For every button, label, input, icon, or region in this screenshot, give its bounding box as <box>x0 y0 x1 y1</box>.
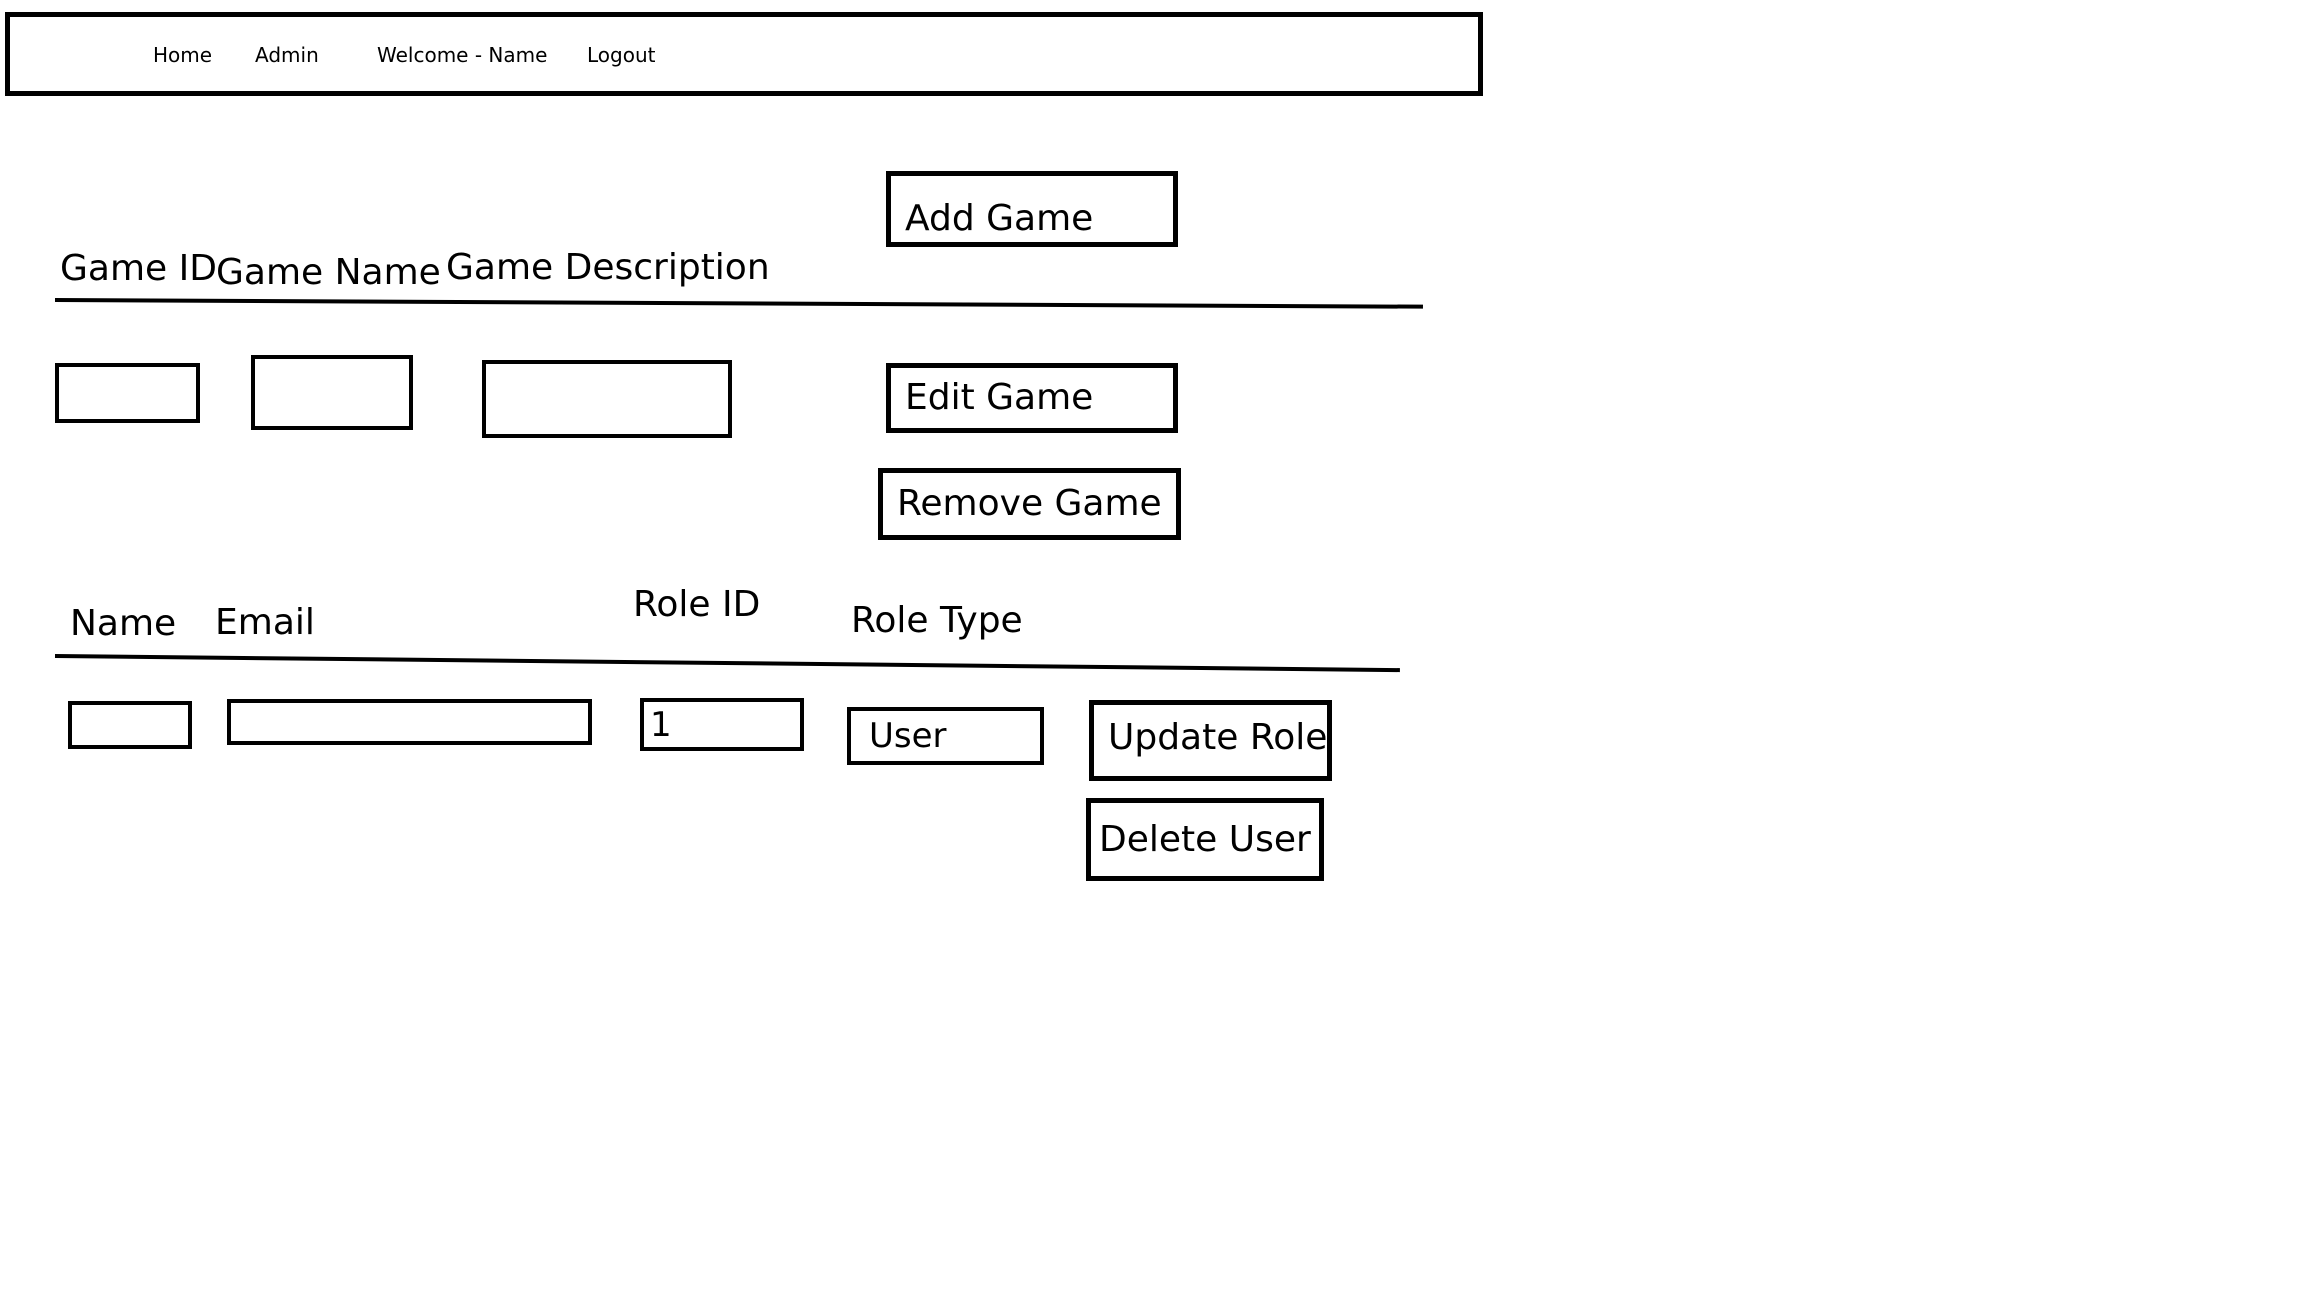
column-header-game-id: Game ID <box>60 248 217 289</box>
nav-home-link[interactable]: Home <box>153 43 213 67</box>
column-header-name: Name <box>70 603 177 644</box>
remove-game-button[interactable]: Remove Game <box>878 468 1181 540</box>
update-role-button[interactable]: Update Role <box>1089 700 1332 781</box>
game-id-field[interactable] <box>55 363 200 423</box>
role-type-field[interactable] <box>847 707 1044 765</box>
nav-bar <box>5 12 1483 96</box>
role-id-field[interactable] <box>640 698 804 751</box>
add-game-button[interactable]: Add Game <box>886 171 1178 247</box>
users-header-divider <box>54 654 1400 673</box>
game-name-field[interactable] <box>251 355 413 430</box>
delete-user-button[interactable]: Delete User <box>1086 798 1324 881</box>
column-header-game-name: Game Name <box>216 252 441 293</box>
user-email-field[interactable] <box>227 699 592 745</box>
game-description-field[interactable] <box>482 360 732 438</box>
welcome-text: Welcome - Name <box>377 43 548 67</box>
column-header-role-id: Role ID <box>633 584 761 625</box>
edit-game-button[interactable]: Edit Game <box>886 363 1178 433</box>
column-header-role-type: Role Type <box>851 600 1023 641</box>
nav-admin-link[interactable]: Admin <box>255 43 319 67</box>
column-header-game-description: Game Description <box>446 247 770 288</box>
nav-logout-link[interactable]: Logout <box>587 43 656 67</box>
games-header-divider <box>54 298 1423 309</box>
column-header-email: Email <box>215 602 315 643</box>
user-name-field[interactable] <box>68 701 192 749</box>
